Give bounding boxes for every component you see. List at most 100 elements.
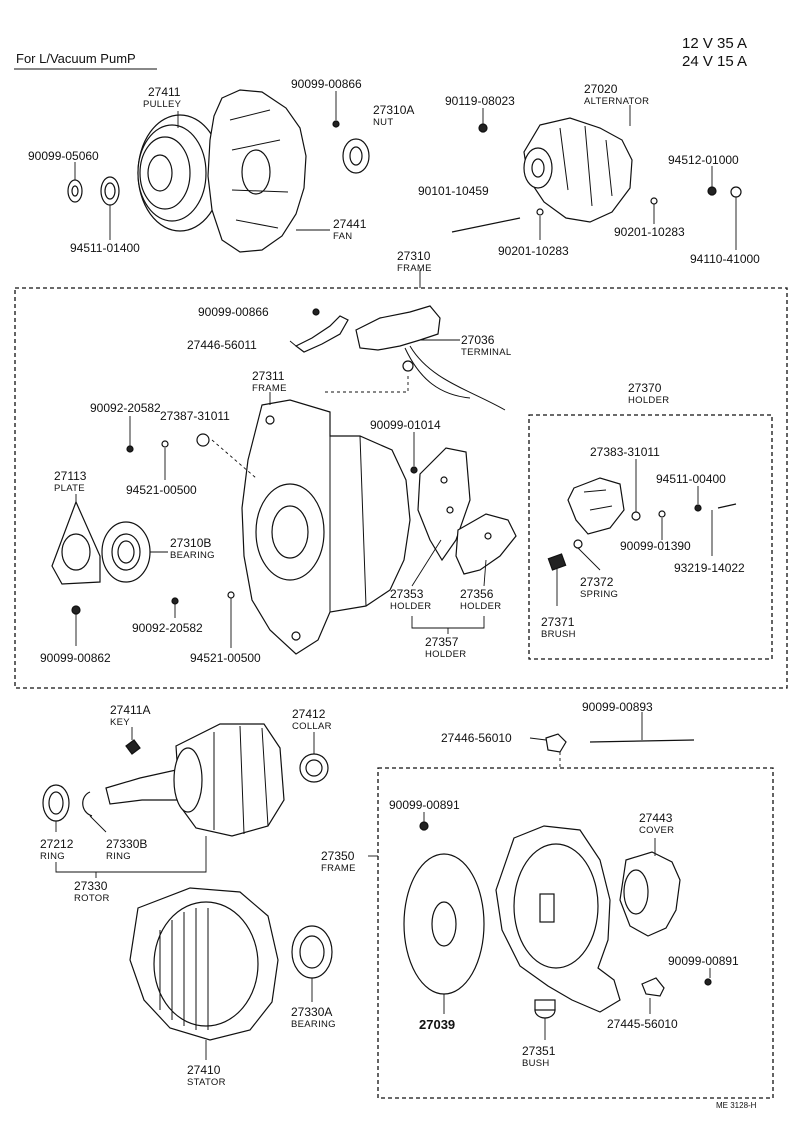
header-title: For L/Vacuum PumP	[16, 51, 136, 66]
label-27311-name: FRAME	[252, 383, 287, 394]
label-27372-name: SPRING	[580, 589, 618, 600]
nut-27310A-drawing	[342, 138, 370, 174]
label-27446-56011: 27446-56011	[187, 338, 257, 352]
part-labels: 27411 PULLEY 90099-00866 27310A NUT 9011…	[28, 77, 760, 1088]
brush-27371-drawing	[547, 553, 567, 571]
label-27351-number: 27351	[522, 1044, 556, 1058]
label-27446-56010: 27446-56010	[441, 731, 512, 745]
label-27443-name: COVER	[639, 825, 674, 836]
screw-90092-b-drawing	[171, 597, 179, 605]
label-27357-name: HOLDER	[425, 649, 466, 660]
label-90092-20582-b: 90092-20582	[132, 621, 203, 635]
label-27356-number: 27356	[460, 587, 494, 601]
screw-90099-00866-b-drawing	[312, 308, 320, 316]
label-94511-00400: 94511-00400	[656, 472, 726, 486]
bearing-27330A-drawing	[291, 925, 333, 979]
label-27387-31011: 27387-31011	[160, 409, 230, 423]
label-27370-name: HOLDER	[628, 395, 669, 406]
spec-line-1: 12 V 35 A	[682, 35, 747, 52]
nut-lead-dashed	[211, 439, 257, 479]
label-27330B-name: RING	[106, 851, 131, 862]
bearing-27310B-drawing	[101, 521, 151, 583]
nut-94512-drawing	[707, 186, 717, 196]
label-27310-name: FRAME	[397, 263, 432, 274]
label-27411A-name: KEY	[110, 717, 130, 728]
frame-27311-drawing	[241, 399, 411, 655]
screw-90099-00866-drawing	[332, 120, 340, 128]
label-27411-name: PULLEY	[143, 99, 182, 110]
label-27410-name: STATOR	[187, 1077, 226, 1088]
screw-90099-00862-drawing	[71, 605, 81, 615]
label-27357-number: 27357	[425, 635, 459, 649]
bracket-27446-56010-drawing	[545, 733, 567, 753]
label-90099-00891-b: 90099-00891	[668, 954, 739, 968]
label-94511-01400: 94511-01400	[70, 241, 140, 255]
label-27310A-name: NUT	[373, 117, 393, 128]
label-90092-20582-a: 90092-20582	[90, 401, 161, 415]
label-27311-number: 27311	[252, 369, 285, 383]
brush-holder-27370-drawing	[567, 477, 625, 535]
alternator-drawing	[523, 117, 633, 223]
fan-drawing	[207, 89, 307, 253]
label-27353-number: 27353	[390, 587, 424, 601]
label-90201-10283-a: 90201-10283	[498, 244, 569, 258]
label-27411A-number: 27411A	[110, 703, 150, 717]
washer-90201-a-drawing	[536, 208, 544, 216]
bolt-90101-drawing	[451, 217, 521, 233]
label-27411-number: 27411	[148, 85, 181, 99]
label-27036-name: TERMINAL	[461, 347, 511, 358]
screw-90092-a-drawing	[126, 445, 134, 453]
footer-code: ME 3128-H	[716, 1101, 757, 1110]
label-27310A-number: 27310A	[373, 103, 414, 117]
label-27356-name: HOLDER	[460, 601, 501, 612]
label-27372-number: 27372	[580, 575, 614, 589]
label-90099-00891-a: 90099-00891	[389, 798, 460, 812]
grommet-drawing	[402, 360, 414, 372]
label-90099-01014: 90099-01014	[370, 418, 441, 432]
nut-27387-drawing	[196, 433, 210, 447]
bolt-90099-00893-drawing	[589, 739, 695, 743]
label-27212-name: RING	[40, 851, 65, 862]
holder-group-box	[528, 414, 773, 660]
label-27310-number: 27310	[397, 249, 431, 263]
label-90101-10459: 90101-10459	[418, 184, 489, 198]
holder-27353-drawing	[417, 447, 471, 562]
nut-94110-drawing	[730, 186, 742, 198]
collar-27412-drawing	[299, 753, 329, 783]
label-27330-name: ROTOR	[74, 893, 110, 904]
label-94521-00500-b: 94521-00500	[190, 651, 261, 665]
ring-27212-drawing	[42, 784, 70, 822]
label-90099-00862: 90099-00862	[40, 651, 111, 665]
cover-27443-drawing	[619, 851, 681, 937]
label-90201-10283-b: 90201-10283	[614, 225, 685, 239]
terminal-27036-drawing	[355, 305, 506, 411]
label-94521-00500-a: 94521-00500	[126, 483, 197, 497]
label-27310B-number: 27310B	[170, 536, 211, 550]
label-27310B-name: BEARING	[170, 550, 215, 561]
label-27353-name: HOLDER	[390, 601, 431, 612]
bracket-27445-drawing	[641, 977, 665, 997]
ring-27330B-drawing	[82, 791, 93, 817]
frame-lead-dashed	[325, 376, 409, 393]
washer-94511-01400-drawing	[100, 176, 120, 206]
washer-90099-01390-drawing	[658, 510, 666, 518]
screw-93219-drawing	[717, 503, 737, 509]
rotor-27330-drawing	[105, 723, 285, 837]
label-90099-00866-a: 90099-00866	[291, 77, 362, 91]
spring-27372-drawing	[573, 539, 583, 549]
nut-90099-05060-drawing	[67, 179, 83, 203]
screw-90099-01014-drawing	[410, 466, 418, 474]
screw-90099-00891-b-drawing	[704, 978, 712, 986]
label-94110-41000: 94110-41000	[690, 252, 760, 266]
label-93219-14022: 93219-14022	[674, 561, 745, 575]
label-27441-name: FAN	[333, 231, 352, 242]
label-27412-name: COLLAR	[292, 721, 332, 732]
label-27330-number: 27330	[74, 879, 108, 893]
label-27350-name: FRAME	[321, 863, 356, 874]
nut-27383-drawing	[631, 511, 641, 521]
label-27020-name: ALTERNATOR	[584, 96, 649, 107]
washer-94521-a-drawing	[161, 440, 169, 448]
label-27410-number: 27410	[187, 1063, 221, 1077]
plate-27039-drawing	[403, 853, 485, 995]
